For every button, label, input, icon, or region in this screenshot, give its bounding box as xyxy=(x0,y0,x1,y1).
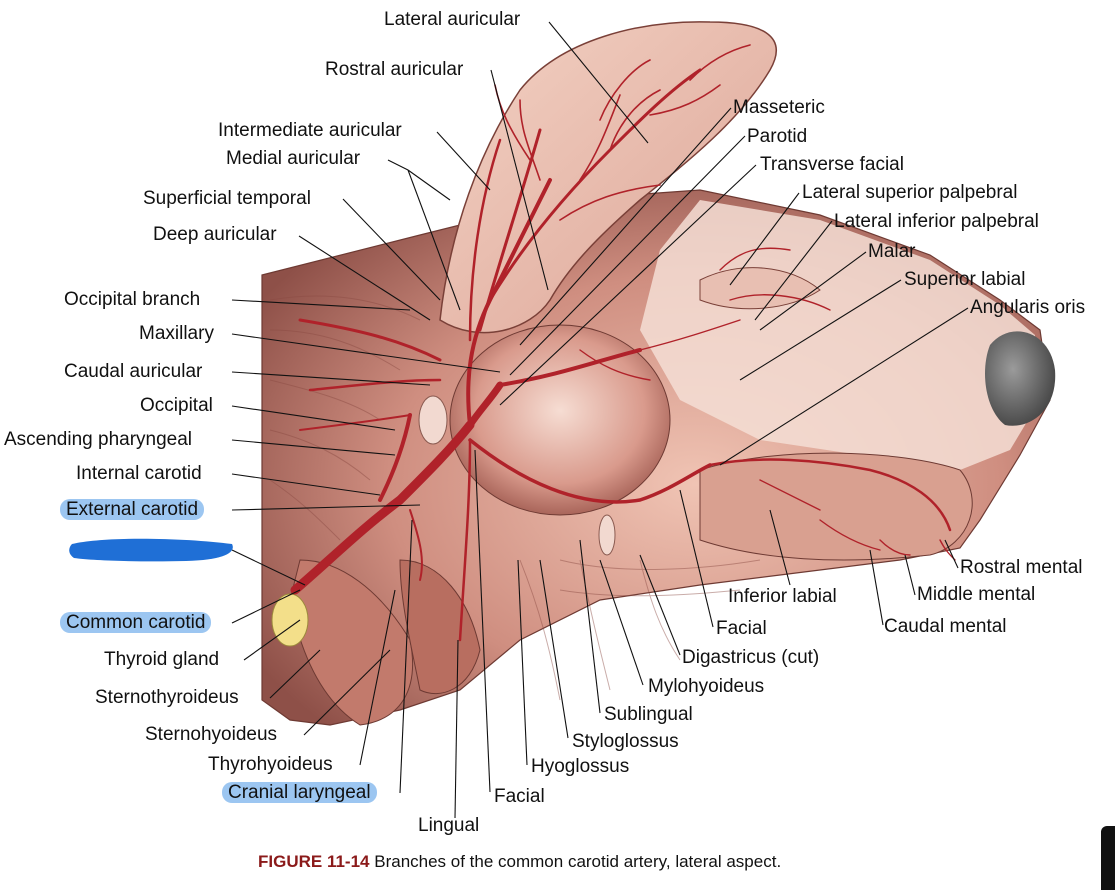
label-caudal-mental: Caudal mental xyxy=(884,616,1007,637)
label-thyroid-gland: Thyroid gland xyxy=(104,649,220,670)
label-rostral-mental: Rostral mental xyxy=(960,557,1083,578)
label-inferior-labial: Inferior labial xyxy=(728,586,837,607)
ear-pinna xyxy=(439,21,777,334)
label-facial-lower: Facial xyxy=(494,786,545,807)
label-intermediate-auricular: Intermediate auricular xyxy=(218,120,402,141)
label-caudal-auricular: Caudal auricular xyxy=(64,361,203,382)
label-occipital: Occipital xyxy=(140,395,213,416)
label-sternohyoideus: Sternohyoideus xyxy=(145,724,278,745)
label-styloglossus: Styloglossus xyxy=(572,731,679,752)
label-facial: Facial xyxy=(716,618,767,639)
label-transverse-facial: Transverse facial xyxy=(760,154,904,175)
label-internal-carotid: Internal carotid xyxy=(76,463,202,484)
artery-network xyxy=(290,44,956,642)
label-common-carotid: Common carotid xyxy=(60,612,212,634)
label-thyrohyoideus: Thyrohyoideus xyxy=(208,754,333,775)
label-lateral-inferior-palpebral: Lateral inferior palpebral xyxy=(834,211,1039,232)
label-rostral-auricular: Rostral auricular xyxy=(325,59,464,80)
figure-caption-text: Branches of the common carotid artery, l… xyxy=(374,852,782,871)
label-deep-auricular: Deep auricular xyxy=(153,224,277,245)
leader-lines xyxy=(231,21,969,819)
label-occipital-branch: Occipital branch xyxy=(64,289,201,310)
label-sternothyroideus: Sternothyroideus xyxy=(95,687,239,708)
label-malar: Malar xyxy=(868,241,916,262)
label-maxillary: Maxillary xyxy=(139,323,214,344)
label-lateral-superior-palpebral: Lateral superior palpebral xyxy=(802,182,1018,203)
label-angularis-oris: Angularis oris xyxy=(970,297,1086,318)
label-middle-mental: Middle mental xyxy=(917,584,1036,605)
redaction-scribble xyxy=(69,538,233,562)
label-common-carotid-highlight: Common carotid xyxy=(60,612,212,633)
label-digastricus: Digastricus (cut) xyxy=(682,647,820,668)
corner-ui-fragment xyxy=(1101,826,1115,890)
label-external-carotid-highlight: External carotid xyxy=(60,499,205,520)
label-external-carotid: External carotid xyxy=(60,499,205,521)
label-parotid: Parotid xyxy=(747,126,808,147)
label-superficial-temporal: Superficial temporal xyxy=(143,188,311,209)
label-lingual: Lingual xyxy=(418,815,480,836)
label-lateral-auricular: Lateral auricular xyxy=(384,9,521,30)
label-hyoglossus: Hyoglossus xyxy=(531,756,630,777)
label-ascending-pharyngeal: Ascending pharyngeal xyxy=(4,429,193,450)
label-masseteric: Masseteric xyxy=(733,97,825,118)
label-superior-labial: Superior labial xyxy=(904,269,1026,290)
label-mylohyoideus: Mylohyoideus xyxy=(648,676,765,697)
figure-caption: FIGURE 11-14 Branches of the common caro… xyxy=(258,852,781,872)
label-medial-auricular: Medial auricular xyxy=(226,148,361,169)
figure-number: FIGURE 11-14 xyxy=(258,852,370,871)
label-sublingual: Sublingual xyxy=(604,704,693,725)
label-cranial-laryngeal: Cranial laryngeal xyxy=(222,782,377,804)
label-cranial-laryngeal-highlight: Cranial laryngeal xyxy=(222,782,377,803)
